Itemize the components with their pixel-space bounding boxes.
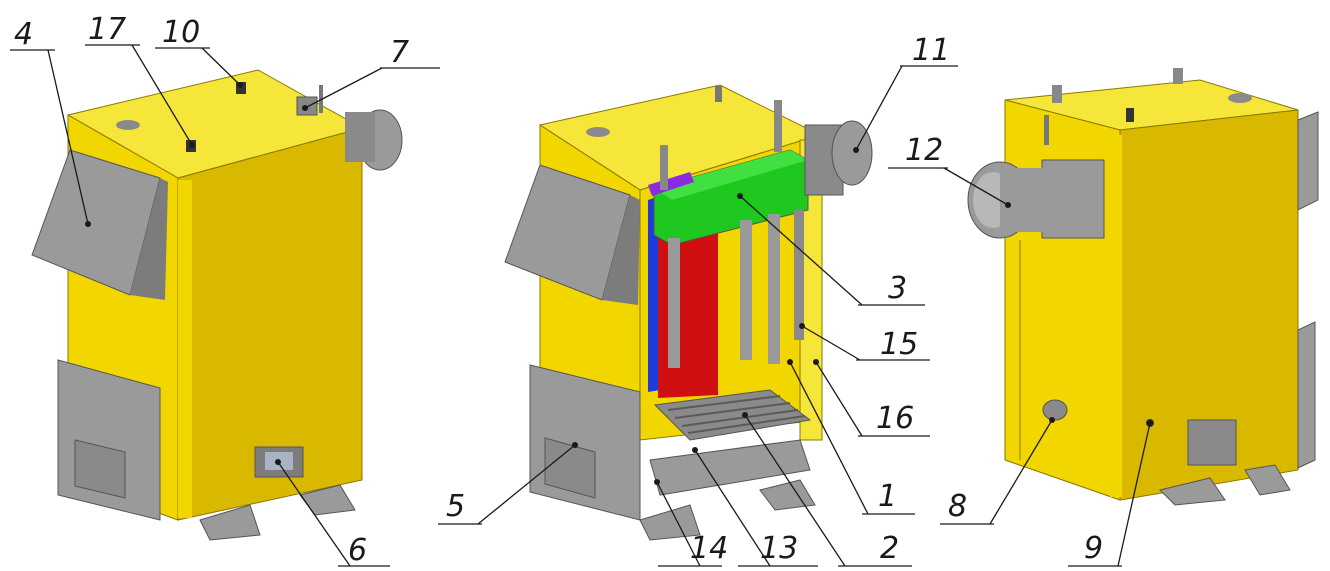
cut-tube-2 <box>740 220 752 360</box>
callout-17: 17 <box>85 12 195 148</box>
cut-leg-1 <box>639 504 701 541</box>
callout-7: 7 <box>302 35 440 111</box>
callout-15: 15 <box>799 323 930 362</box>
callout-16: 16 <box>813 359 930 437</box>
rear-door-edge-top <box>1297 111 1319 211</box>
cut-rod-1 <box>660 145 668 190</box>
left-ash-door-panel <box>74 439 126 499</box>
callout-5: 5 <box>438 442 578 525</box>
callout-3: 3 <box>737 193 925 306</box>
cut-leg-2 <box>759 479 816 511</box>
rear-side-strip <box>1110 135 1122 497</box>
rear-fitting-top-3 <box>1126 108 1134 122</box>
callout-11: 11 <box>853 33 958 153</box>
callout-1: 1 <box>787 359 915 515</box>
callout-17-label: 17 <box>88 12 126 47</box>
callout-8-label: 8 <box>948 489 967 524</box>
left-side-strip <box>178 180 192 518</box>
callout-12: 12 <box>888 133 1011 208</box>
rear-flue-box <box>1041 159 1105 239</box>
boiler-rear-view <box>967 68 1319 506</box>
callout-14: 14 <box>654 479 728 567</box>
cut-grate <box>653 389 812 441</box>
callout-12-label: 12 <box>905 133 943 168</box>
callout-4-label: 4 <box>14 17 33 52</box>
left-flue-base <box>345 112 375 162</box>
cut-water-jacket <box>648 196 660 392</box>
callout-7-label: 7 <box>390 35 409 70</box>
cut-gasket <box>648 172 694 196</box>
cut-grate-bars <box>667 395 806 434</box>
rear-top-hatch <box>1228 93 1252 103</box>
cut-heat-exchanger-top <box>654 150 808 200</box>
rear-flue-collar <box>1000 168 1048 232</box>
boiler-left-view <box>31 69 403 541</box>
boiler-cutaway-view <box>504 84 873 541</box>
callout-9: 9 <box>1068 420 1153 567</box>
cut-tube-4 <box>794 210 804 340</box>
callout-2-label: 2 <box>880 531 899 566</box>
callout-8: 8 <box>940 417 1055 525</box>
callout-10-label: 10 <box>162 15 200 50</box>
callout-6: 6 <box>275 459 390 568</box>
callout-3-label: 3 <box>888 271 907 306</box>
rear-door-edge-bottom <box>1297 321 1316 469</box>
rear-leg-2 <box>1244 464 1291 496</box>
callout-15-label: 15 <box>880 327 918 362</box>
left-ash-door <box>57 359 161 521</box>
left-leg-1 <box>199 504 261 541</box>
callout-6-label: 6 <box>348 533 367 568</box>
loading-door-side <box>130 178 168 300</box>
rear-fitting-top-2 <box>1173 68 1183 84</box>
cut-loading-door-side <box>602 195 640 305</box>
callout-2: 2 <box>742 412 912 567</box>
callout-13: 13 <box>692 447 818 567</box>
callout-1-label: 1 <box>878 479 897 514</box>
cut-tube-1 <box>668 238 680 368</box>
callout-5-label: 5 <box>446 489 465 524</box>
cut-tube-3 <box>768 214 780 364</box>
cut-rod-2 <box>774 100 782 152</box>
callout-9-label: 9 <box>1084 531 1103 566</box>
left-fitting-10 <box>236 82 246 94</box>
callout-16-label: 16 <box>876 401 914 436</box>
callout-11-label: 11 <box>912 33 950 68</box>
rear-cleaning-hatch <box>1187 419 1237 466</box>
left-top-hatch <box>116 120 140 130</box>
callout-4: 4 <box>10 17 91 227</box>
rear-leg-1 <box>1159 477 1226 506</box>
rear-thermo-rod <box>1044 115 1049 145</box>
rear-fitting-top-1 <box>1052 85 1062 103</box>
cut-rod-3 <box>715 86 722 102</box>
rear-return-pipe <box>1042 399 1068 421</box>
cut-top-hatch <box>586 127 610 137</box>
callout-10: 10 <box>155 15 243 88</box>
cut-flue-pipe <box>831 120 873 186</box>
callout-13-label: 13 <box>760 531 798 566</box>
callout-14-label: 14 <box>690 531 728 566</box>
